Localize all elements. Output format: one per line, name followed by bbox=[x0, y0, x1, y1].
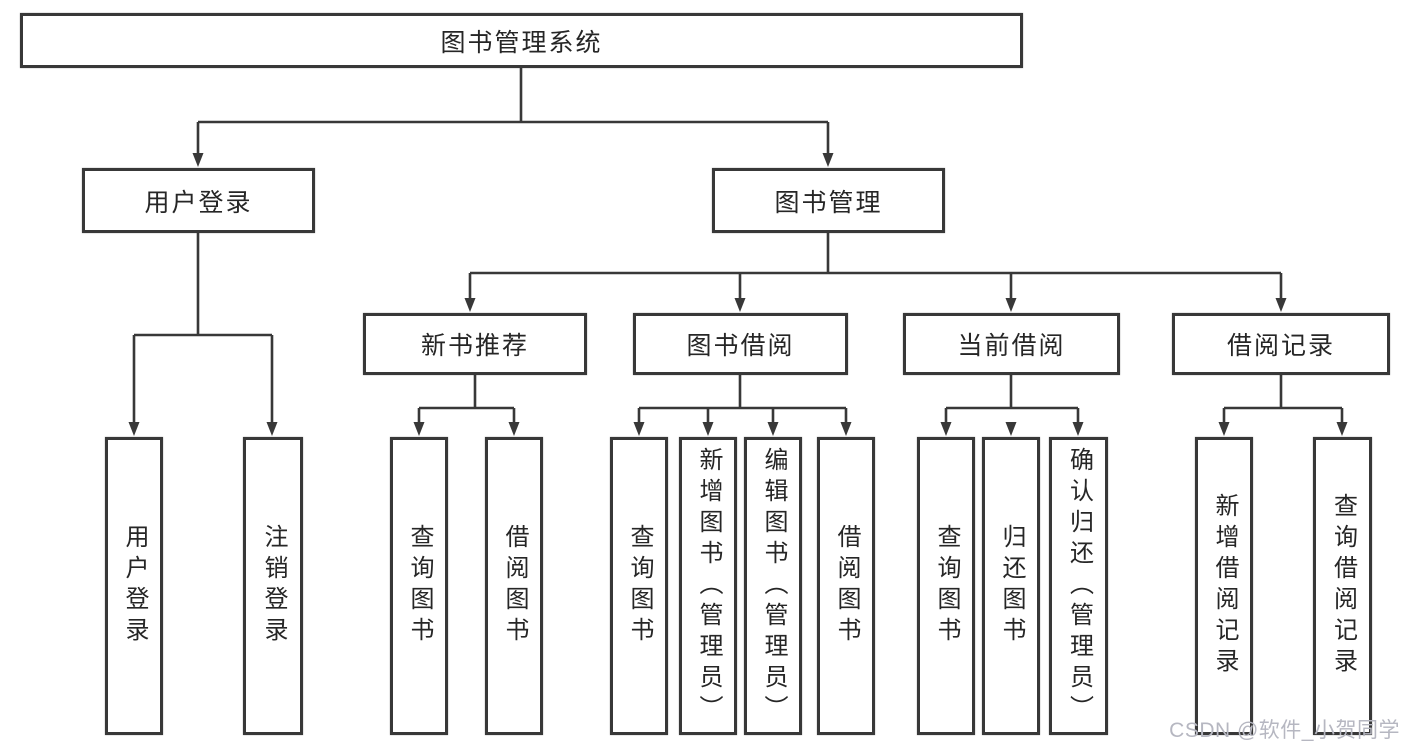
leaf-query-books-borrow: 查询图书 bbox=[610, 437, 668, 735]
node-current-borrowing: 当前借阅 bbox=[903, 313, 1120, 375]
csdn-watermark: CSDN @软件_小贺同学 bbox=[1169, 719, 1400, 742]
leaf-edit-book-admin: 编辑图书（管理员） bbox=[744, 437, 802, 735]
leaf-borrow-books-recommend: 借阅图书 bbox=[485, 437, 543, 735]
leaf-add-borrow-record: 新增借阅记录 bbox=[1195, 437, 1253, 735]
leaf-query-books-current: 查询图书 bbox=[917, 437, 975, 735]
leaf-query-borrow-record: 查询借阅记录 bbox=[1313, 437, 1372, 735]
leaf-return-book: 归还图书 bbox=[982, 437, 1040, 735]
arrowheads bbox=[128, 153, 1348, 436]
leaf-user-login: 用户登录 bbox=[105, 437, 163, 735]
node-new-book-recommendation: 新书推荐 bbox=[363, 313, 587, 375]
leaf-query-books-recommend: 查询图书 bbox=[390, 437, 448, 735]
node-root-library-management-system: 图书管理系统 bbox=[20, 13, 1023, 68]
leaf-borrow-books: 借阅图书 bbox=[817, 437, 875, 735]
node-borrowing-records: 借阅记录 bbox=[1172, 313, 1390, 375]
node-book-borrowing: 图书借阅 bbox=[633, 313, 848, 375]
leaf-logout: 注销登录 bbox=[243, 437, 303, 735]
leaf-confirm-return-admin: 确认归还（管理员） bbox=[1049, 437, 1108, 735]
node-book-management: 图书管理 bbox=[712, 168, 945, 233]
node-user-login: 用户登录 bbox=[82, 168, 315, 233]
leaf-add-book-admin: 新增图书（管理员） bbox=[679, 437, 737, 735]
